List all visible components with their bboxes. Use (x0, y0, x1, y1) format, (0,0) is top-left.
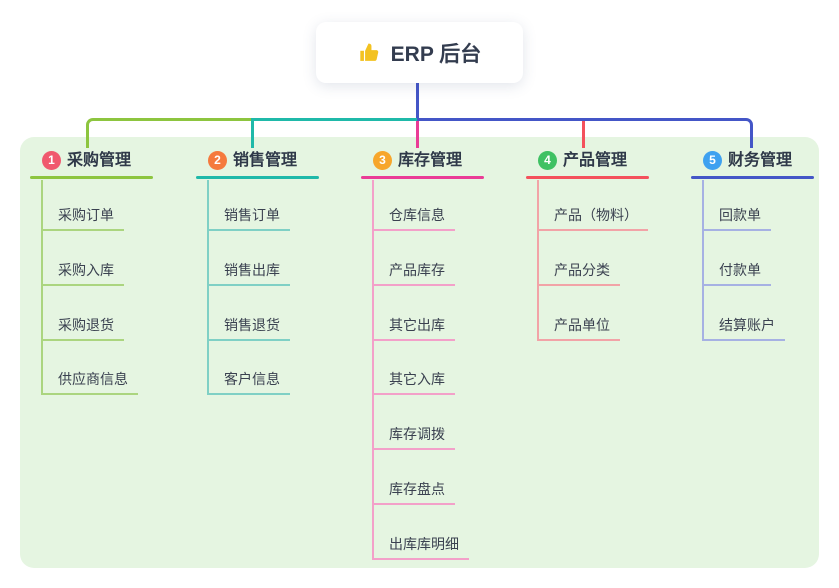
root-stem-line (416, 83, 419, 119)
thumbs-up-icon (358, 41, 381, 64)
branch-item[interactable]: 采购订单 (41, 206, 124, 231)
branch-spine-line (207, 180, 209, 395)
branch-item[interactable]: 销售退货 (207, 316, 290, 341)
branch-underline (30, 176, 153, 179)
branch-item[interactable]: 客户信息 (207, 370, 290, 395)
root-label: ERP 后台 (390, 42, 482, 66)
branch-item[interactable]: 库存调拨 (372, 425, 455, 450)
branches-panel (20, 137, 819, 568)
branch-spine-line (41, 180, 43, 395)
branch-number-badge: 5 (703, 151, 722, 170)
branch-item[interactable]: 产品单位 (537, 316, 620, 341)
connector-drop-inventory (416, 121, 419, 148)
branch-underline (526, 176, 649, 179)
branch-underline (361, 176, 484, 179)
branch-title[interactable]: 销售管理 (233, 152, 298, 169)
branch-number-badge: 4 (538, 151, 557, 170)
root-node[interactable]: ERP 后台 (316, 22, 523, 83)
branch-spine-line (372, 180, 374, 560)
branch-item[interactable]: 供应商信息 (41, 370, 138, 395)
branch-title[interactable]: 库存管理 (398, 152, 463, 169)
connector-drop-product (582, 121, 585, 148)
branch-title[interactable]: 财务管理 (728, 152, 793, 169)
branch-item[interactable]: 其它入库 (372, 370, 455, 395)
branch-underline (196, 176, 319, 179)
branch-item[interactable]: 销售出库 (207, 261, 290, 286)
connector-drop-sales (251, 120, 254, 148)
branch-number-badge: 2 (208, 151, 227, 170)
branch-item[interactable]: 采购入库 (41, 261, 124, 286)
branch-number-badge: 1 (42, 151, 61, 170)
connector-bar-teal (251, 118, 419, 121)
branch-item[interactable]: 产品库存 (372, 261, 455, 286)
branch-spine-line (702, 180, 704, 341)
branch-item[interactable]: 产品（物料） (537, 206, 648, 231)
branch-item[interactable]: 销售订单 (207, 206, 290, 231)
branch-title[interactable]: 采购管理 (67, 152, 132, 169)
branch-item[interactable]: 仓库信息 (372, 206, 455, 231)
branch-item[interactable]: 回款单 (702, 206, 771, 231)
branch-item[interactable]: 出库库明细 (372, 535, 469, 560)
branch-item[interactable]: 采购退货 (41, 316, 124, 341)
branch-title[interactable]: 产品管理 (563, 152, 628, 169)
connector-corner-right (417, 118, 753, 148)
branch-item[interactable]: 付款单 (702, 261, 771, 286)
branch-item[interactable]: 其它出库 (372, 316, 455, 341)
branch-underline (691, 176, 814, 179)
branch-item[interactable]: 结算账户 (702, 316, 785, 341)
branch-item[interactable]: 产品分类 (537, 261, 620, 286)
connector-corner-left (86, 118, 253, 148)
branch-item[interactable]: 库存盘点 (372, 480, 455, 505)
branch-number-badge: 3 (373, 151, 392, 170)
branch-spine-line (537, 180, 539, 341)
